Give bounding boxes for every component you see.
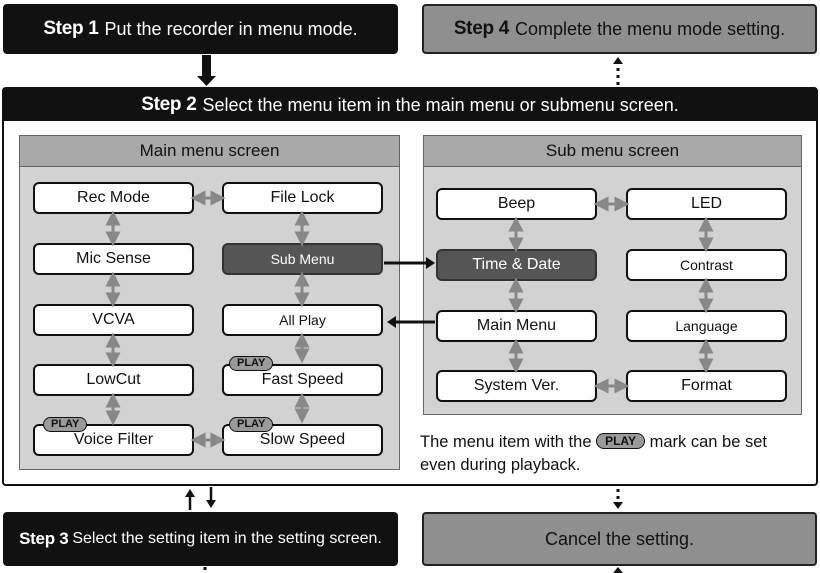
arrow-stub-cancel: [613, 567, 623, 573]
menu-item-label: All Play: [279, 312, 326, 328]
submenu-item-label: Time & Date: [472, 256, 561, 273]
step2-text: Select the menu item in the main menu or…: [202, 94, 679, 115]
cancel-text: Cancel the setting.: [544, 528, 695, 549]
step2-number: Step 2: [141, 94, 197, 115]
step3-number: Step 3: [19, 529, 69, 548]
menu-item-fast-speed[interactable]: Fast Speed: [222, 364, 383, 396]
step3-text: Select the setting item in the setting s…: [72, 530, 382, 547]
arrow-step1-to-step2: [197, 55, 216, 86]
step1-number: Step 1: [43, 18, 99, 39]
menu-item-mic-sense[interactable]: Mic Sense: [33, 243, 194, 275]
arrows-step2-step3: [185, 487, 216, 510]
play-note-line2: even during playback.: [420, 456, 581, 474]
play-note: The menu item with the PLAY mark can be …: [420, 431, 816, 477]
submenu-item-label: System Ver.: [473, 377, 560, 394]
main-menu-horizontal-connectors: [190, 190, 226, 448]
dotted-arrow-to-cancel: [613, 489, 623, 509]
dotted-arrow-to-step4: [613, 57, 623, 86]
menu-item-label: Rec Mode: [77, 189, 150, 206]
menu-item-label: File Lock: [270, 189, 335, 206]
submenu-item-label: Contrast: [680, 257, 733, 273]
play-note-part2: mark can be set: [649, 433, 767, 451]
submenu-item-label: Beep: [497, 195, 536, 212]
menu-item-file-lock[interactable]: File Lock: [222, 182, 383, 214]
arrow-main-menu-to-all-play: [387, 316, 435, 328]
submenu-item-label: Format: [681, 377, 732, 394]
menu-item-label: Fast Speed: [261, 371, 344, 388]
sub-menu-title: Sub menu screen: [424, 136, 801, 167]
submenu-item-label: Language: [675, 318, 738, 334]
step4-banner: Step 4 Complete the menu mode setting.: [422, 4, 817, 54]
cancel-banner: Cancel the setting.: [422, 512, 817, 566]
play-badge-slow-speed: PLAY: [229, 417, 274, 432]
menu-item-label: LowCut: [86, 371, 141, 388]
submenu-item-label: Main Menu: [476, 317, 557, 334]
sub-menu-horizontal-connectors: [593, 196, 630, 394]
play-note-badge: PLAY: [596, 433, 645, 449]
step2-header: Step 2 Select the menu item in the main …: [4, 89, 816, 121]
main-menu-title: Main menu screen: [20, 136, 399, 167]
play-badge-fast-speed: PLAY: [229, 356, 274, 371]
step1-banner: Step 1 Put the recorder in menu mode.: [3, 4, 398, 54]
play-note-part1: The menu item with the: [420, 433, 592, 451]
step3-banner: Step 3 Select the setting item in the se…: [3, 512, 398, 566]
submenu-item-led[interactable]: LED: [626, 188, 787, 220]
menu-item-label: Voice Filter: [73, 431, 154, 448]
step4-text: Complete the menu mode setting.: [515, 18, 786, 39]
menu-item-label: Slow Speed: [259, 431, 346, 448]
menu-item-label: VCVA: [92, 311, 135, 328]
step4-number: Step 4: [453, 18, 510, 39]
submenu-item-format[interactable]: Format: [626, 370, 787, 402]
menu-item-label: Sub Menu: [270, 251, 335, 267]
submenu-item-label: LED: [690, 195, 723, 212]
play-badge-voice-filter: PLAY: [43, 417, 88, 432]
menu-item-label: Mic Sense: [76, 250, 151, 267]
submenu-item-main-menu[interactable]: Main Menu: [436, 310, 597, 342]
arrow-sub-menu-to-time-date: [384, 257, 435, 269]
step1-text: Put the recorder in menu mode.: [104, 18, 358, 39]
sub-menu-vertical-connectors: [508, 216, 714, 374]
main-menu-vertical-connectors: [105, 210, 310, 426]
